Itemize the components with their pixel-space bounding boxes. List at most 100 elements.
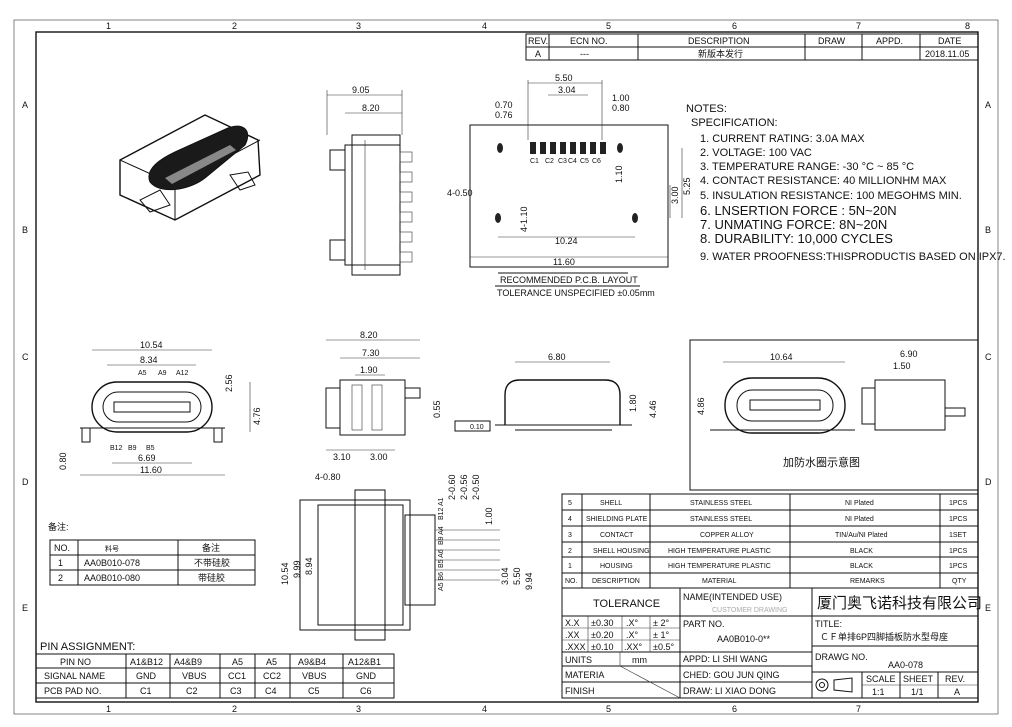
svg-text:2: 2	[568, 548, 572, 555]
svg-text:UNITS: UNITS	[565, 655, 592, 665]
dim-1024: 10.24	[555, 236, 578, 246]
pin-b12: B12	[110, 445, 123, 452]
note-item: 2. VOLTAGE: 100 VAC	[700, 147, 812, 159]
pcb-tolerance: TOLERANCE UNSPECIFIED ±0.05mm	[497, 288, 655, 298]
svg-text:HOUSING: HOUSING	[600, 563, 633, 570]
svg-text:4: 4	[568, 516, 572, 523]
top-view: 9.05 8.20	[326, 85, 413, 276]
notes: NOTES: SPECIFICATION: 1. CURRENT RATING:…	[686, 103, 1006, 263]
outer-border	[13, 19, 999, 715]
dim-110v: 1.10	[614, 165, 624, 183]
revision-table: REV. ECN NO. DESCRIPTION DRAW APPD. DATE…	[525, 33, 979, 61]
pad-label: C3	[558, 158, 567, 165]
svg-text:X.X: X.X	[565, 618, 580, 628]
svg-text:GND: GND	[136, 671, 157, 681]
svg-text:SCALE: SCALE	[866, 674, 896, 684]
dim-2-050: 2-0.50	[471, 474, 481, 500]
note-item: 7. UNMATING FORCE: 8N~20N	[700, 217, 887, 232]
svg-text:SIGNAL NAME: SIGNAL NAME	[44, 671, 105, 681]
svg-text:.XX°: .XX°	[624, 642, 643, 652]
svg-text:STAINLESS STEEL: STAINLESS STEEL	[690, 516, 752, 523]
pin-b5: B5	[146, 445, 155, 452]
svg-text:.XX: .XX	[565, 630, 580, 640]
svg-text:C6: C6	[360, 686, 372, 696]
dim-1064: 10.64	[770, 352, 793, 362]
note-item: 6. LNSERTION FORCE : 5N~20N	[700, 203, 897, 218]
dim-180: 1.80	[628, 394, 638, 412]
dim-150: 1.50	[893, 361, 911, 371]
svg-text:C5: C5	[308, 686, 320, 696]
ecn-header: ECN NO.	[570, 36, 608, 46]
svg-text:C2: C2	[186, 686, 198, 696]
dim-994: 9.94	[524, 572, 534, 590]
dim-070: 0.70	[495, 100, 513, 110]
col-label-top: 6	[732, 21, 737, 31]
front-view: 10.54 8.34 A5 A9 A12 2.56 4.76 B12 B9 B5…	[58, 340, 262, 476]
svg-text:REMARKS: REMARKS	[850, 578, 885, 585]
svg-text:MATERIAL: MATERIAL	[702, 578, 737, 585]
svg-text:.XXX: .XXX	[565, 642, 586, 652]
dim-834: 8.34	[140, 355, 158, 365]
dim-310: 3.10	[333, 452, 351, 462]
svg-text:3: 3	[568, 532, 572, 539]
svg-text:AA0B010-078: AA0B010-078	[84, 558, 140, 568]
svg-text:A12&B1: A12&B1	[348, 657, 381, 667]
col-label-bottom: 3	[356, 704, 361, 714]
svg-text:ＣＦ单排6P四脚插板防水型母座: ＣＦ单排6P四脚插板防水型母座	[820, 631, 948, 642]
svg-text:COPPER ALLOY: COPPER ALLOY	[700, 532, 754, 539]
dim-550: 5.50	[555, 73, 573, 83]
dim-304: 3.04	[558, 85, 576, 95]
svg-text:± 1°: ± 1°	[653, 630, 669, 640]
bom-table: 5 SHELL STAINLESS STEEL NI Plated 1PCS 4…	[561, 493, 979, 589]
svg-text:CC2: CC2	[263, 671, 281, 681]
notes-spec: SPECIFICATION:	[691, 117, 778, 129]
title-block: TOLERANCE X.X ±0.30 .X° ± 2° .XX ±0.20 .…	[561, 587, 982, 699]
dim-905: 9.05	[352, 85, 370, 95]
svg-text:VBUS: VBUS	[302, 671, 327, 681]
date-header: DATE	[938, 36, 961, 46]
dim-256: 2.56	[224, 374, 234, 392]
col-label-top: 2	[232, 21, 237, 31]
svg-text:VBUS: VBUS	[182, 671, 207, 681]
svg-text:.X°: .X°	[626, 630, 639, 640]
svg-text:SHELL HOUSING: SHELL HOUSING	[593, 548, 650, 555]
pad-label: C2	[545, 158, 554, 165]
svg-text:A4&B9: A4&B9	[174, 657, 202, 667]
svg-text:GND: GND	[356, 671, 377, 681]
ecn-value: ---	[580, 49, 589, 59]
draw-header: DRAW	[818, 36, 846, 46]
svg-text:AA0-078: AA0-078	[888, 660, 923, 670]
row-label-right: C	[985, 352, 992, 362]
dim-100: 1.00	[484, 507, 494, 525]
svg-text:SHIELDING PLATE: SHIELDING PLATE	[586, 516, 648, 523]
svg-text:C1: C1	[140, 686, 152, 696]
svg-text:TITLE:: TITLE:	[815, 619, 842, 629]
row-label-right: B	[985, 225, 991, 235]
svg-text:HIGH TEMPERATURE PLASTIC: HIGH TEMPERATURE PLASTIC	[668, 563, 771, 570]
col-label-bottom: 7	[856, 704, 861, 714]
svg-text:1/1: 1/1	[911, 687, 924, 697]
dim-4-080: 4-0.80	[315, 472, 341, 482]
appd-header: APPD.	[876, 36, 903, 46]
dim-1160: 11.60	[553, 257, 575, 267]
col-label-top: 4	[482, 21, 487, 31]
row-label-left: D	[22, 477, 29, 487]
svg-text:REV.: REV.	[945, 674, 965, 684]
col-label-top: 1	[106, 21, 111, 31]
pcb-layout: C1 C2 C3 C4 C5 C6 5.50 3.04 1.00 0.80 0.…	[447, 73, 692, 298]
col-label-top: 7	[856, 21, 861, 31]
grid-labels: 1 2 3 4 5 6 7 8 1 2 3 4 5 6 7 A B C D E …	[22, 21, 992, 714]
pin-label: A5 B6	[438, 572, 445, 591]
date-value: 2018.11.05	[925, 49, 969, 59]
svg-text:FINISH: FINISH	[565, 686, 595, 696]
dim-300: 3.00	[670, 186, 680, 204]
dim-080: 0.80	[612, 103, 630, 113]
svg-text:CUSTOMER DRAWING: CUSTOMER DRAWING	[712, 607, 787, 614]
svg-text:QTY: QTY	[952, 578, 967, 585]
dim-525: 5.25	[682, 177, 692, 195]
svg-text:TIN/Au/NI Plated: TIN/Au/NI Plated	[835, 532, 888, 539]
col-label-bottom: 4	[482, 704, 487, 714]
svg-text:1SET: 1SET	[949, 532, 967, 539]
svg-text:±0.10: ±0.10	[591, 642, 613, 652]
dim-669: 6.69	[138, 453, 156, 463]
